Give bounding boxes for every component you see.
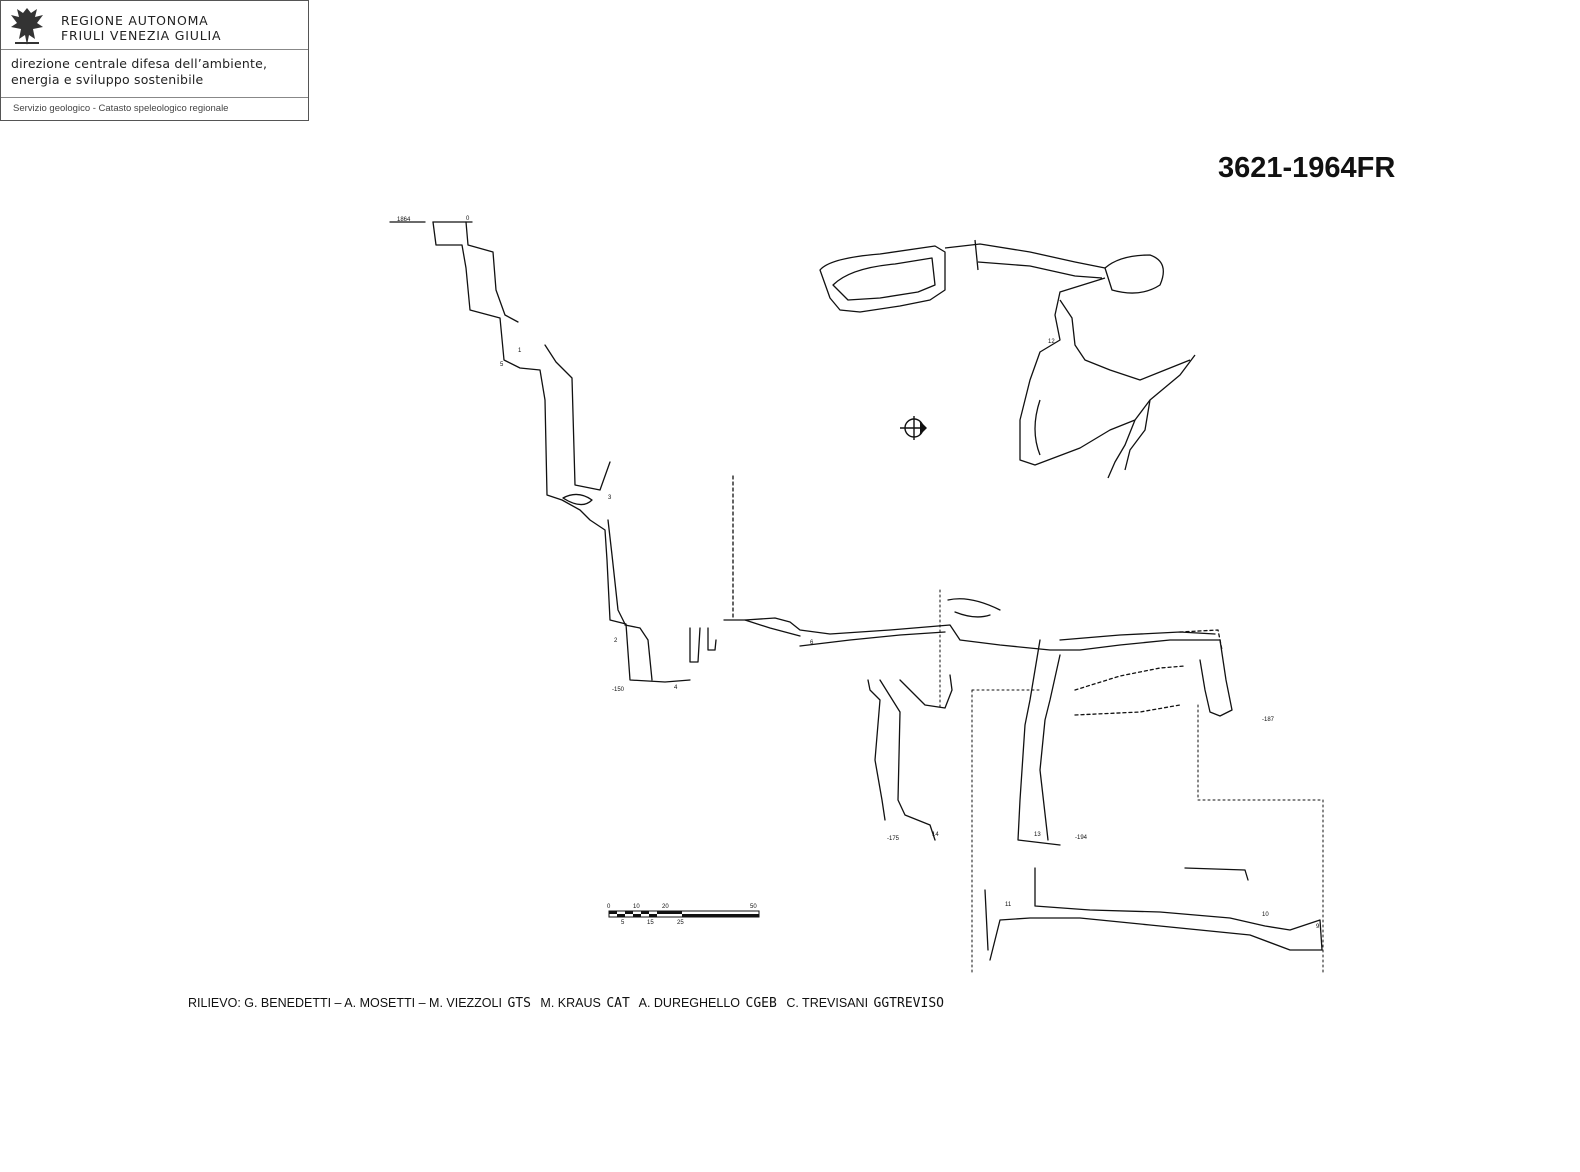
scale-tick: 50 xyxy=(750,904,757,910)
directorate-line-2: energia e sviluppo sostenibile xyxy=(11,72,204,87)
scale-tick: 10 xyxy=(633,904,640,910)
scale-tick: 20 xyxy=(662,904,669,910)
plan-descent-south xyxy=(1019,277,1196,466)
station-label: 3 xyxy=(608,495,612,501)
section-lower-shaft-right xyxy=(1017,639,1061,846)
station-label: 11 xyxy=(1005,902,1012,908)
directorate-line-1: direzione centrale difesa dell’ambiente, xyxy=(11,56,268,71)
depth-label-187: -187 xyxy=(1262,717,1275,723)
credits-prefix: RILIEVO: G. BENEDETTI – A. MOSETTI – M. … xyxy=(188,996,502,1010)
section-drop-1 xyxy=(624,619,801,681)
club-gts: GTS xyxy=(507,996,531,1011)
region-line-2: FRIULI VENEZIA GIULIA xyxy=(61,28,222,43)
section-bottom-gallery xyxy=(984,867,1323,961)
club-cat: CAT xyxy=(606,996,630,1011)
scale-tick: 5 xyxy=(621,920,625,926)
section-upper-chamber xyxy=(947,598,1001,618)
service-name: Servizio geologico - Catasto speleologic… xyxy=(13,103,229,114)
entrance-altitude-label: 1864 xyxy=(397,217,411,223)
scale-tick: 25 xyxy=(677,920,684,926)
eagle-logo-icon xyxy=(11,8,43,45)
credit-name-dureghello: A. DUREGHELLO xyxy=(638,996,741,1010)
station-label: 9 xyxy=(1316,924,1320,930)
depth-label-194: -194 xyxy=(1075,835,1088,841)
plan-chamber-northeast xyxy=(1104,254,1164,294)
plan-shaft-connector xyxy=(974,239,979,271)
institution-header: REGIONE AUTONOMA FRIULI VENEZIA GIULIA d… xyxy=(0,0,309,121)
club-ggtreviso: GGTREVISO xyxy=(873,996,944,1011)
entrance-depth-label: 0 xyxy=(466,216,470,222)
section-connector-frame xyxy=(939,589,1324,976)
station-label: 14 xyxy=(932,832,939,838)
region-line-1: REGIONE AUTONOMA xyxy=(61,13,209,28)
header-divider xyxy=(1,49,308,50)
plan-loop-west xyxy=(819,245,946,313)
depth-label-175: -175 xyxy=(887,836,900,842)
station-label: 5 xyxy=(500,362,504,368)
credit-name-kraus: M. KRAUS xyxy=(540,996,601,1010)
station-label: 2 xyxy=(614,638,618,644)
station-label: 6 xyxy=(810,640,814,646)
station-label: 1 xyxy=(518,348,522,354)
station-label: 4 xyxy=(674,685,678,691)
credit-name-trevisani: C. TREVISANI xyxy=(786,996,869,1010)
section-shaft-right-wall xyxy=(465,221,626,625)
station-label: 13 xyxy=(1034,832,1041,838)
section-side-branch xyxy=(899,674,953,709)
survey-credits: RILIEVO: G. BENEDETTI – A. MOSETTI – M. … xyxy=(188,996,950,1011)
plan-passage-north xyxy=(944,243,1106,279)
section-shaft-left-wall xyxy=(432,221,691,683)
region-name: REGIONE AUTONOMA FRIULI VENEZIA GIULIA xyxy=(61,13,221,43)
north-arrow-icon xyxy=(900,416,927,440)
depth-label-150: -150 xyxy=(612,687,625,693)
plan-branch-southeast xyxy=(1107,399,1151,479)
header-divider xyxy=(1,97,308,98)
document-id: 3621-1964FR xyxy=(1218,152,1396,184)
scale-tick: 0 xyxy=(607,904,611,910)
scale-tick: 15 xyxy=(647,920,654,926)
scale-bar xyxy=(608,910,760,918)
section-ceiling-dashed xyxy=(1074,629,1223,716)
station-label: 10 xyxy=(1262,912,1269,918)
section-chamber-1 xyxy=(562,493,593,506)
section-lower-shaft-left xyxy=(867,679,936,841)
station-label: 12 xyxy=(1048,339,1055,345)
directorate-name: direzione centrale difesa dell’ambiente,… xyxy=(11,56,267,88)
club-cgeb: CGEB xyxy=(745,996,777,1011)
section-main-gallery xyxy=(744,617,1233,717)
